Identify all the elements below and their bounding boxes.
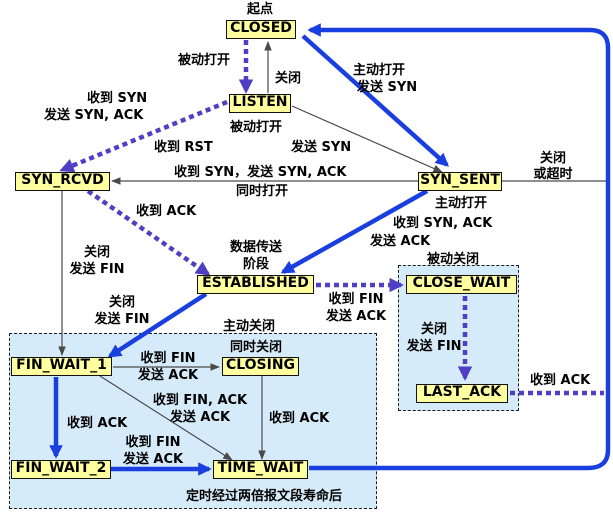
label-send-syn: 发送 SYN [291, 140, 352, 155]
label-send-ack-2: 发送 ACK [325, 309, 387, 324]
label-close-or-timeout-2: 或超时 [533, 167, 573, 182]
state-fin-wait-2[interactable]: FIN_WAIT_2 [11, 460, 111, 479]
state-last-ack[interactable]: LAST_ACK [416, 384, 508, 403]
label-close-send-fin-1a: 关闭 [83, 245, 110, 260]
label-start: 起点 [247, 2, 274, 17]
arrow-closed-to-synsent [301, 34, 450, 167]
label-recv-ack-2: 收到 ACK [67, 416, 128, 431]
label-recv-rst: 收到 RST [154, 140, 213, 155]
label-recv-fin-ack: 收到 FIN, ACK [152, 393, 248, 408]
label-passive-close: 被动关闭 [427, 252, 480, 267]
arrow-timewait-to-closed [307, 23, 611, 471]
label-simul-open-line2: 同时打开 [236, 184, 289, 199]
state-closing[interactable]: CLOSING [222, 357, 299, 376]
label-recv-ack-last: 收到 ACK [530, 373, 591, 388]
label-send-ack-3: 发送 ACK [169, 410, 231, 425]
label-send-ack-1: 发送 ACK [370, 234, 431, 249]
label-simul-open-line1: 收到 SYN，发送 SYN, ACK [174, 165, 347, 180]
arrow-established-to-finwait1 [107, 292, 208, 358]
state-closed[interactable]: CLOSED [226, 20, 296, 39]
label-close-send-fin-2a: 关闭 [108, 295, 135, 310]
label-simul-close-b: 发送 ACK [137, 368, 199, 383]
label-recv-syn-ack: 收到 SYN, ACK [393, 216, 493, 231]
label-data-transfer-2: 阶段 [242, 257, 269, 272]
label-close-send-fin-2b: 发送 FIN [94, 312, 150, 327]
label-passive-open: 被动打开 [178, 53, 231, 68]
label-recv-syn: 收到 SYN [87, 91, 148, 106]
label-send-ack-4: 发送 ACK [122, 452, 184, 467]
label-active-open-2: 主动打开 [435, 196, 488, 211]
label-close-send-fin-1b: 发送 FIN [69, 262, 125, 277]
label-simul-close-c: 同时关闭 [230, 340, 283, 355]
label-simul-close-a: 收到 FIN [140, 351, 196, 366]
label-passive-open-2: 被动打开 [230, 120, 283, 135]
arrow-finwait1-to-timewait [99, 375, 233, 461]
label-close: 关闭 [275, 71, 302, 86]
state-syn-sent[interactable]: SYN_SENT [418, 172, 502, 191]
state-close-wait[interactable]: CLOSE_WAIT [406, 275, 517, 294]
label-recv-ack-1: 收到 ACK [136, 204, 197, 219]
label-timeout-2msl: 定时经过两倍报文段寿命后 [186, 489, 343, 504]
label-close-or-timeout-1: 关闭 [539, 151, 566, 166]
label-close-send-fin-3b: 发送 FIN [406, 339, 462, 354]
arrow-synrcvd-to-established [86, 189, 211, 276]
label-data-transfer-1: 数据传送 [229, 240, 282, 255]
label-send-syn-ack: 发送 SYN, ACK [44, 108, 144, 123]
label-active-open-line2: 发送 SYN [357, 80, 418, 95]
arrow-listen-to-synrcvd [59, 99, 228, 173]
label-recv-ack-3: 收到 ACK [269, 411, 330, 426]
arrow-synsent-to-established [280, 189, 429, 274]
state-time-wait[interactable]: TIME_WAIT [213, 460, 308, 479]
state-fin-wait-1[interactable]: FIN_WAIT_1 [11, 357, 112, 376]
label-close-send-fin-3a: 关闭 [420, 322, 447, 337]
label-recv-fin-2: 收到 FIN [125, 435, 181, 450]
state-established[interactable]: ESTABLISHED [197, 275, 314, 294]
label-active-open-line1: 主动打开 [353, 63, 406, 78]
label-active-close: 主动关闭 [223, 319, 276, 334]
label-recv-fin-1: 收到 FIN [328, 292, 384, 307]
arrow-listen-to-synsent [291, 105, 443, 173]
state-syn-rcvd[interactable]: SYN_RCVD [15, 172, 110, 191]
state-listen[interactable]: LISTEN [229, 94, 291, 113]
